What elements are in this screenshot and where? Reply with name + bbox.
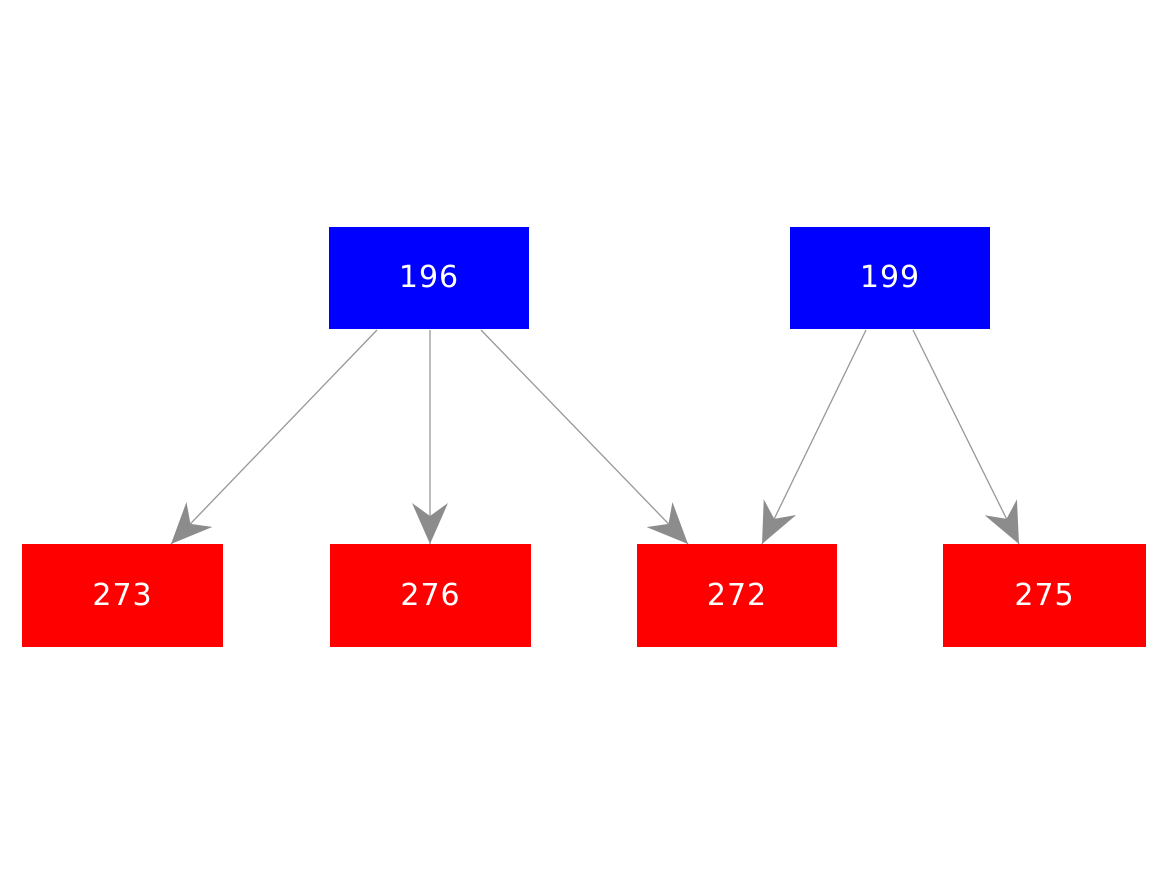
node-276: 276 <box>330 544 531 647</box>
node-272-label: 272 <box>706 577 768 613</box>
node-276-label: 276 <box>400 577 461 613</box>
node-199-label: 199 <box>859 260 921 295</box>
node-275: 275 <box>943 544 1146 647</box>
edge-196-273 <box>170 329 378 545</box>
edge-199-272 <box>761 329 867 545</box>
edge-196-272 <box>480 329 689 545</box>
node-272: 272 <box>637 544 837 647</box>
node-273-label: 273 <box>92 577 153 613</box>
node-196: 196 <box>329 227 529 329</box>
node-196-label: 196 <box>398 260 460 295</box>
node-273: 273 <box>22 544 223 647</box>
edge-199-275 <box>912 329 1020 545</box>
node-199: 199 <box>790 227 990 329</box>
node-275-label: 275 <box>1014 577 1075 613</box>
